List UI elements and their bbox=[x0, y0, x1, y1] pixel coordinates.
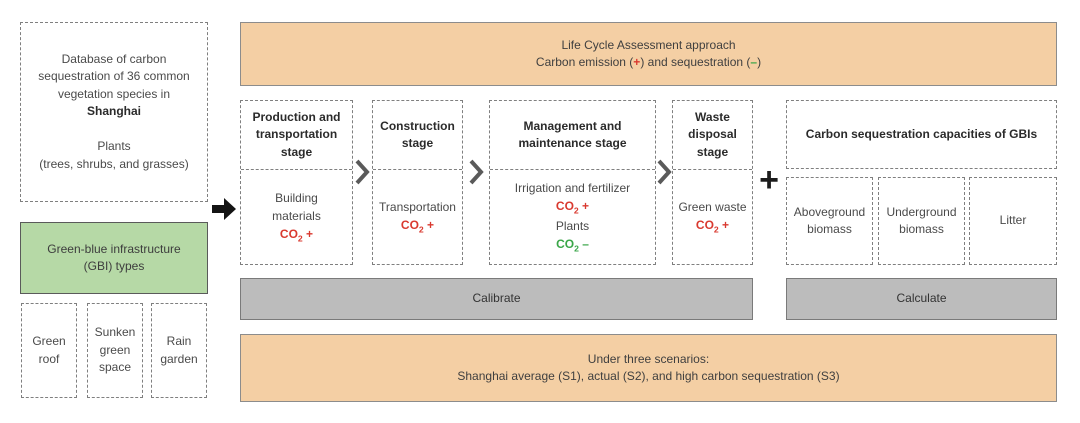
lca-approach-banner: Life Cycle Assessment approach Carbon em… bbox=[240, 22, 1057, 86]
stage-title: Management and maintenance stage bbox=[490, 101, 655, 170]
stage-title: Construction stage bbox=[373, 101, 462, 170]
co2-emission-value: CO2 + bbox=[401, 217, 434, 236]
gbi-type-green-roof: Green roof bbox=[21, 303, 77, 398]
co2-subscript: 2 bbox=[297, 233, 303, 244]
database-box: Database of carbon sequestration of 36 c… bbox=[20, 22, 208, 202]
co2-sign: + bbox=[423, 218, 435, 233]
calibrate-label: Calibrate bbox=[472, 291, 521, 306]
lca-banner-title: Life Cycle Assessment approach bbox=[561, 37, 736, 52]
stage-entry-label: Irrigation and fertilizer bbox=[514, 180, 631, 195]
co2-sequestration-value: CO2 – bbox=[556, 236, 589, 255]
stage-entry-label: Plants bbox=[555, 219, 590, 233]
stage-construction: Construction stage Transportation CO2 + bbox=[372, 100, 463, 265]
lca-banner-subtitle: Carbon emission (+) and sequestration (–… bbox=[536, 54, 761, 71]
co2-emission-value: CO2 + bbox=[280, 226, 313, 245]
stage-entry-label: Building materials bbox=[272, 191, 321, 223]
plants-label: Plants bbox=[97, 139, 131, 154]
pool-label: Litter bbox=[999, 213, 1027, 228]
banner-text: Carbon emission ( bbox=[535, 55, 634, 69]
co2-sign: + bbox=[302, 226, 314, 241]
gbi-type-sunken-green-space: Sunken green space bbox=[87, 303, 143, 398]
banner-text: ) bbox=[757, 55, 762, 69]
gbi-type-label: Green roof bbox=[32, 334, 66, 366]
co2-subscript: 2 bbox=[573, 205, 579, 216]
arrow-right-icon bbox=[211, 197, 237, 221]
sequestration-capacities-box: Carbon sequestration capacities of GBIs bbox=[786, 100, 1057, 169]
scenarios-title: Under three scenarios: bbox=[587, 351, 710, 366]
co2-subscript: 2 bbox=[418, 224, 424, 235]
stage-entry-label: Transportation bbox=[379, 199, 456, 214]
co2-text: CO bbox=[555, 199, 574, 214]
stage-entry-label: Green waste bbox=[678, 199, 747, 214]
stage-body: Transportation CO2 + bbox=[373, 170, 462, 264]
stage-title: Production and transportation stage bbox=[241, 101, 352, 170]
stage-body: Building materials CO2 + bbox=[241, 170, 352, 264]
stage-title: Waste disposal stage bbox=[673, 101, 752, 170]
chevron-right-icon bbox=[656, 157, 672, 187]
pool-litter: Litter bbox=[969, 177, 1057, 265]
stage-production-transportation: Production and transportation stage Buil… bbox=[240, 100, 353, 265]
co2-subscript: 2 bbox=[574, 243, 579, 254]
co2-text: CO bbox=[695, 218, 714, 233]
database-city-text: Shanghai bbox=[86, 104, 141, 118]
co2-text: CO bbox=[556, 237, 575, 252]
co2-emission-value: CO2 + bbox=[696, 217, 729, 236]
calculate-bar: Calculate bbox=[786, 278, 1057, 320]
pool-label: Aboveground biomass bbox=[793, 204, 866, 236]
scenarios-detail: Shanghai average (S1), actual (S2), and … bbox=[457, 369, 840, 383]
plants-detail-label: (trees, shrubs, and grasses) bbox=[39, 156, 189, 171]
gbi-type-label: Rain garden bbox=[160, 334, 198, 366]
stage-waste-disposal: Waste disposal stage Green waste CO2 + bbox=[672, 100, 753, 265]
co2-emission-value: CO2 + bbox=[556, 198, 589, 217]
gbi-types-label: Green-blue infrastructure (GBI) types bbox=[47, 241, 181, 273]
co2-sign: + bbox=[718, 218, 730, 233]
chevron-right-icon bbox=[354, 157, 370, 187]
scenarios-banner: Under three scenarios: Shanghai average … bbox=[240, 334, 1057, 402]
calculate-label: Calculate bbox=[896, 291, 947, 306]
gbi-type-label: Sunken green space bbox=[94, 325, 136, 375]
stage-body: Green waste CO2 + bbox=[673, 170, 752, 264]
gbi-type-rain-garden: Rain garden bbox=[151, 303, 207, 398]
co2-sign: – bbox=[578, 237, 589, 252]
banner-text: ) and sequestration ( bbox=[640, 55, 751, 69]
pool-underground-biomass: Underground biomass bbox=[878, 177, 965, 265]
gbi-types-box: Green-blue infrastructure (GBI) types bbox=[20, 222, 208, 294]
pool-label: Underground biomass bbox=[886, 204, 957, 236]
sequestration-title: Carbon sequestration capacities of GBIs bbox=[805, 126, 1038, 141]
co2-text: CO bbox=[279, 226, 298, 241]
calibrate-bar: Calibrate bbox=[240, 278, 753, 320]
plus-sign-icon: + bbox=[759, 161, 779, 199]
co2-subscript: 2 bbox=[713, 224, 719, 235]
pool-aboveground-biomass: Aboveground biomass bbox=[786, 177, 873, 265]
emission-plus-sign: + bbox=[633, 55, 641, 69]
stage-management-maintenance: Management and maintenance stage Irrigat… bbox=[489, 100, 656, 265]
sequestration-minus-sign: – bbox=[750, 55, 758, 69]
co2-sign: + bbox=[578, 199, 590, 214]
chevron-right-icon bbox=[468, 157, 484, 187]
stage-body: Irrigation and fertilizer CO2 + Plants C… bbox=[490, 170, 655, 264]
co2-text: CO bbox=[400, 218, 419, 233]
database-intro-text: Database of carbon sequestration of 36 c… bbox=[38, 51, 190, 101]
